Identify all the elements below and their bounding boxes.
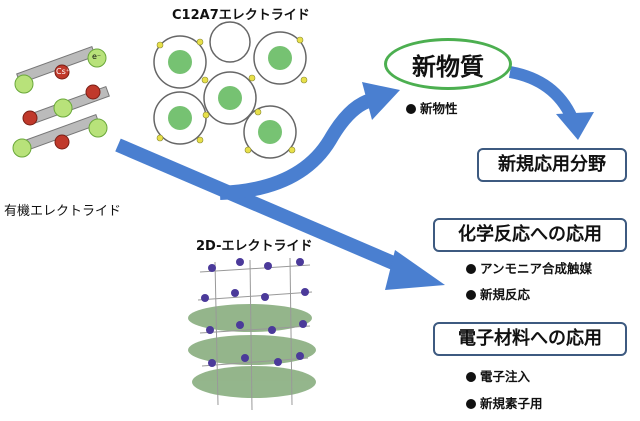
chem-bullet-2: 新規反応 — [466, 284, 530, 303]
electronic-box: 電子材料への応用 — [433, 322, 627, 356]
arrow-to-new-material — [219, 93, 375, 200]
chem-title: 化学反応への応用 — [458, 224, 602, 245]
bullet-dot-icon — [406, 104, 416, 114]
new-material-bullet: 新物性 — [406, 98, 458, 117]
organic-label: 有機エレクトライド — [4, 204, 122, 219]
electronic-bullet-1: 電子注入 — [466, 366, 530, 385]
twod-label: 2D-エレクトライド — [196, 239, 313, 254]
new-material-ellipse: 新物質 — [384, 38, 512, 90]
new-fields-box: 新規応用分野 — [477, 148, 627, 182]
arrow-to-new-fields — [508, 66, 578, 121]
arrow-to-new-fields-head — [556, 112, 594, 140]
new-material-title: 新物質 — [412, 52, 484, 81]
organic-cation-label: Cs⁺ — [56, 67, 70, 76]
new-fields-title: 新規応用分野 — [498, 154, 606, 175]
bullet-dot-icon — [466, 399, 476, 409]
bullet-dot-icon — [466, 372, 476, 382]
electronic-title: 電子材料への応用 — [458, 328, 602, 349]
bullet-dot-icon — [466, 290, 476, 300]
bullet-dot-icon — [466, 264, 476, 274]
organic-electron-label: e⁻ — [92, 52, 102, 61]
electronic-bullet-2: 新規素子用 — [466, 393, 543, 412]
arrow-to-new-material-head — [362, 82, 400, 120]
chem-box: 化学反応への応用 — [433, 218, 627, 252]
c12a7-label: C12A7エレクトライド — [172, 8, 310, 23]
arrow-to-chem-head — [385, 250, 445, 290]
chem-bullet-1: アンモニア合成触媒 — [466, 258, 592, 277]
arrow-to-chem — [115, 138, 408, 275]
